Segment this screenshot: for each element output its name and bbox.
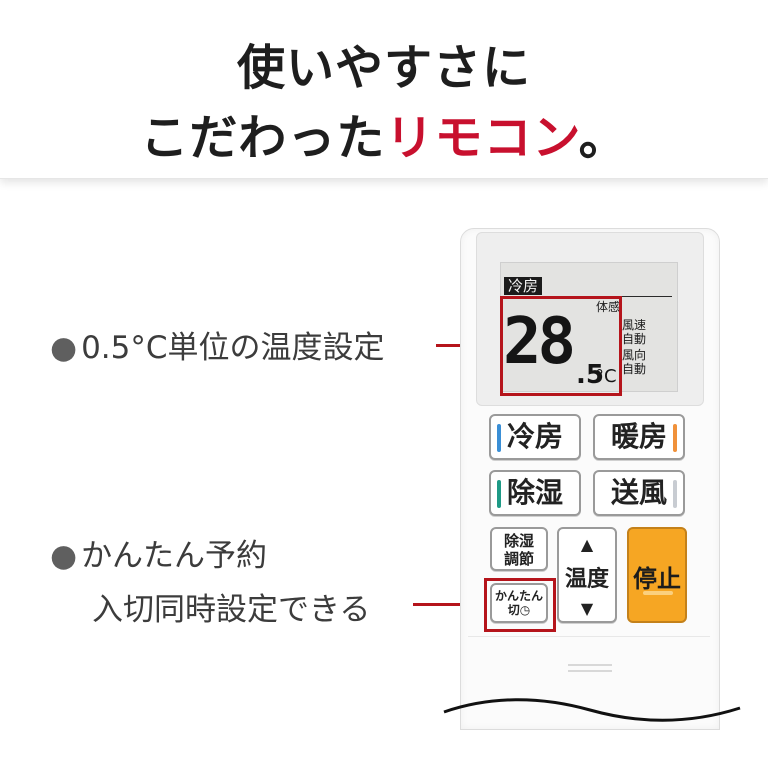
lcd-temperature-unit: °C — [595, 366, 617, 387]
bullet-icon: ● — [50, 330, 78, 366]
feature-easy-timer: ●かんたん予約 — [50, 530, 267, 575]
feature-temp-step: ●0.5°C単位の温度設定 — [50, 322, 385, 367]
stop-button-label: 停止 — [633, 565, 681, 593]
heat-button-label: 暖房 — [610, 420, 667, 453]
feature-easy-timer-text2: 入切同時設定できる — [92, 592, 371, 628]
heat-stripe — [673, 424, 677, 452]
lcd-fan-label: 風速 — [622, 318, 647, 332]
stop-indicator-bar — [643, 591, 673, 595]
dry-stripe — [497, 480, 501, 508]
temperature-button[interactable]: ▲ 温度 ▼ — [557, 527, 617, 623]
cool-button[interactable]: 冷房 — [489, 414, 581, 460]
temperature-button-label: 温度 — [564, 567, 609, 592]
lcd-mode-indicator: 冷房 — [504, 277, 543, 295]
headline-end: 。 — [578, 110, 628, 166]
lcd-direction-label: 風向 — [622, 348, 647, 362]
temp-up-arrow-icon[interactable]: ▲ — [580, 535, 594, 554]
feature-easy-timer-text: かんたん予約 — [81, 538, 268, 574]
cool-stripe — [497, 424, 501, 452]
remote-grill-line — [568, 670, 612, 672]
lcd-temperature-decimal: .5 — [576, 360, 604, 390]
heat-button[interactable]: 暖房 — [593, 414, 685, 460]
dry-button-label: 除湿 — [506, 476, 563, 509]
lcd-feel-label: 体感 — [596, 300, 621, 314]
remote-grill-line — [568, 664, 612, 666]
highlight-box-temperature — [500, 296, 622, 396]
wavy-cut-line — [443, 698, 741, 722]
feature-temp-step-text: 0.5°C単位の温度設定 — [81, 330, 385, 366]
lcd-fan-value: 自動 — [622, 332, 647, 346]
fan-button-label: 送風 — [610, 476, 667, 509]
lcd-temperature-integer: 28 — [503, 305, 576, 379]
temp-down-arrow-icon[interactable]: ▼ — [580, 599, 594, 618]
dry-button[interactable]: 除湿 — [489, 470, 581, 516]
header-banner: 使いやすさに こだわったリモコン。 — [0, 0, 768, 179]
highlight-box-easy-timer — [484, 578, 556, 632]
bullet-icon: ● — [50, 538, 78, 574]
headline-line-2: こだわったリモコン。 — [0, 98, 768, 168]
leader-line-timer — [413, 603, 487, 606]
easy-timer-label-1: かんたん — [494, 589, 543, 603]
headline-line-1: 使いやすさに — [236, 40, 531, 96]
stop-button[interactable]: 停止 — [627, 527, 687, 623]
dry-adjust-label-2: 調節 — [503, 550, 534, 568]
remote-lower-panel — [468, 636, 710, 727]
dry-adjust-label-1: 除湿 — [503, 532, 534, 550]
dry-adjust-button[interactable]: 除湿 調節 — [490, 527, 548, 571]
headline-accent: リモコン — [385, 110, 579, 166]
fan-stripe — [673, 480, 677, 508]
headline-main: こだわった — [140, 110, 386, 166]
cool-button-label: 冷房 — [506, 420, 563, 453]
fan-button[interactable]: 送風 — [593, 470, 685, 516]
lcd-direction-value: 自動 — [622, 362, 647, 376]
easy-timer-button[interactable]: かんたん 切◷ — [490, 583, 548, 623]
easy-timer-label-2: 切◷ — [507, 603, 531, 617]
